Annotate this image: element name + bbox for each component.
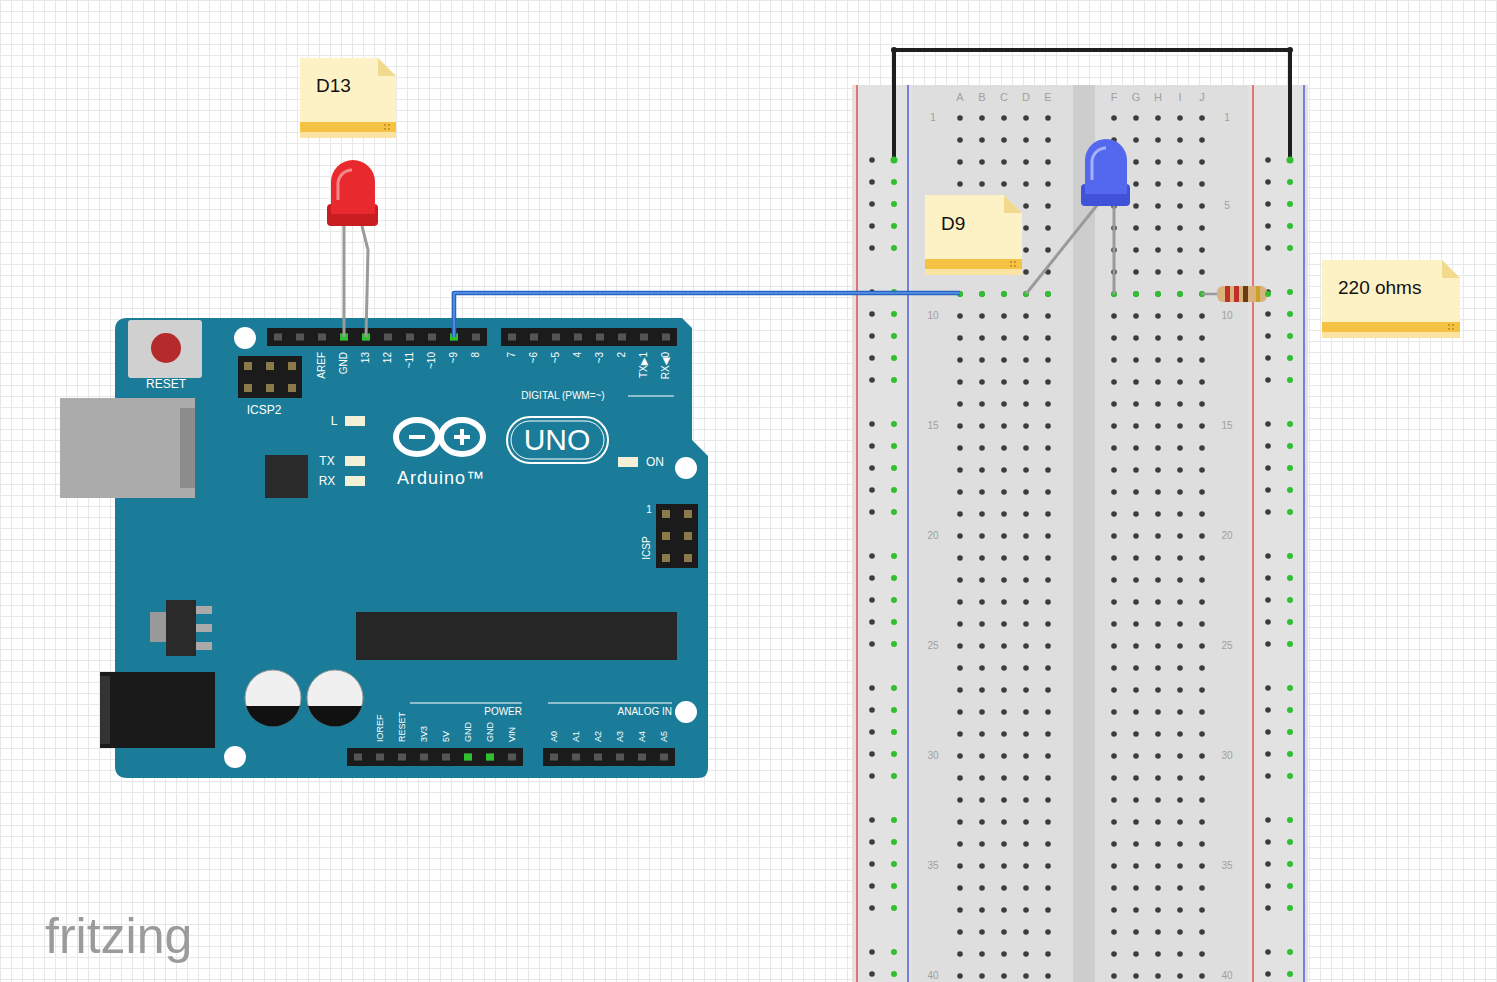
pin-label: A3: [616, 731, 625, 742]
pin-label: 25: [1221, 641, 1232, 651]
sticky-note: D13: [300, 58, 396, 138]
pin-label: L: [331, 415, 338, 427]
note-text: D13: [316, 75, 382, 97]
pin-label: A2: [594, 731, 603, 742]
signal-wire: [454, 293, 960, 337]
pin-label: VIN: [508, 727, 517, 742]
pin-label: ~3: [595, 352, 605, 363]
note-shape: [925, 195, 1022, 275]
sticky-note: 220 ohms: [1322, 260, 1460, 338]
pin-label: RX: [319, 475, 336, 487]
pin-label: A0: [550, 731, 559, 742]
sticky-note: D9: [925, 195, 1022, 275]
pin-label: ~11: [405, 352, 415, 368]
pin-label: F: [1111, 92, 1118, 103]
pin-label: 20: [927, 531, 938, 541]
pin-label: 5: [930, 201, 936, 211]
pin-label: 10: [927, 311, 938, 321]
pin-label: ON: [646, 456, 664, 468]
pin-label: 15: [927, 421, 938, 431]
pin-label: GND: [339, 352, 349, 374]
pin-label: C: [1000, 92, 1008, 103]
pin-label: GND: [486, 722, 495, 742]
breadboard: [852, 85, 1308, 982]
pin-label: 35: [1221, 861, 1232, 871]
watermark: fritzing: [45, 911, 192, 961]
note-shape: [1322, 260, 1460, 338]
pin-label: RESET: [146, 378, 186, 390]
pin-label: 4: [573, 352, 583, 358]
pin-label: RX◀0: [661, 352, 671, 379]
pin-label: ~5: [551, 352, 561, 363]
pin-label: POWER: [484, 707, 522, 717]
red-led: [327, 160, 378, 337]
pin-label: 20: [1221, 531, 1232, 541]
pin-label: E: [1044, 92, 1051, 103]
pin-label: 5V: [442, 731, 451, 742]
pin-label: A: [956, 92, 963, 103]
pin-label: 12: [383, 352, 393, 363]
pin-label: D: [1022, 92, 1030, 103]
pin-label: A1: [572, 731, 581, 742]
pin-label: 40: [1221, 971, 1232, 981]
pin-label: TX: [319, 455, 334, 467]
pin-label: GND: [464, 722, 473, 742]
pin-label: I: [1178, 92, 1181, 103]
jumper-wire: [894, 50, 1290, 160]
pin-label: A5: [660, 731, 669, 742]
blue-led: [1026, 139, 1130, 294]
resistor-symbol: [1202, 286, 1271, 302]
pin-label: ~9: [449, 352, 459, 363]
pin-label: 30: [927, 751, 938, 761]
pin-label: 7: [507, 352, 517, 358]
pin-label: 8: [471, 352, 481, 358]
pin-label: B: [978, 92, 985, 103]
pin-label: ICSP2: [247, 404, 282, 416]
pin-label: G: [1132, 92, 1141, 103]
pin-label: RESET: [398, 712, 407, 742]
pin-label: H: [1154, 92, 1162, 103]
pin-label: ~10: [427, 352, 437, 369]
pin-label: IOREF: [376, 714, 385, 742]
pin-label: A4: [638, 731, 647, 742]
note-text: D9: [941, 213, 1008, 235]
pin-label: 2: [617, 352, 627, 358]
pin-label: 40: [927, 971, 938, 981]
note-text: 220 ohms: [1338, 277, 1446, 299]
pin-label: 10: [1221, 311, 1232, 321]
pin-label: 35: [927, 861, 938, 871]
arduino-board: [60, 318, 708, 778]
note-shape: [300, 58, 396, 138]
pin-label: 5: [1224, 201, 1230, 211]
pin-label: AREF: [317, 352, 327, 379]
pin-label: 1: [646, 505, 652, 515]
pin-label: TX▶1: [639, 352, 649, 378]
pin-label: Arduino™: [397, 469, 485, 487]
pin-label: 30: [1221, 751, 1232, 761]
pin-label: 3V3: [420, 726, 429, 742]
pin-label: J: [1199, 92, 1205, 103]
pin-label: 13: [361, 352, 371, 363]
pin-label: 15: [1221, 421, 1232, 431]
pin-label: 1: [1224, 113, 1230, 123]
pin-label: ANALOG IN: [618, 707, 672, 717]
pin-label: DIGITAL (PWM=~): [521, 391, 604, 401]
pin-label: ICSP: [642, 536, 652, 559]
pin-label: 1: [930, 113, 936, 123]
pin-label: UNO: [524, 425, 591, 455]
pin-label: 25: [927, 641, 938, 651]
pin-label: ~6: [529, 352, 539, 363]
